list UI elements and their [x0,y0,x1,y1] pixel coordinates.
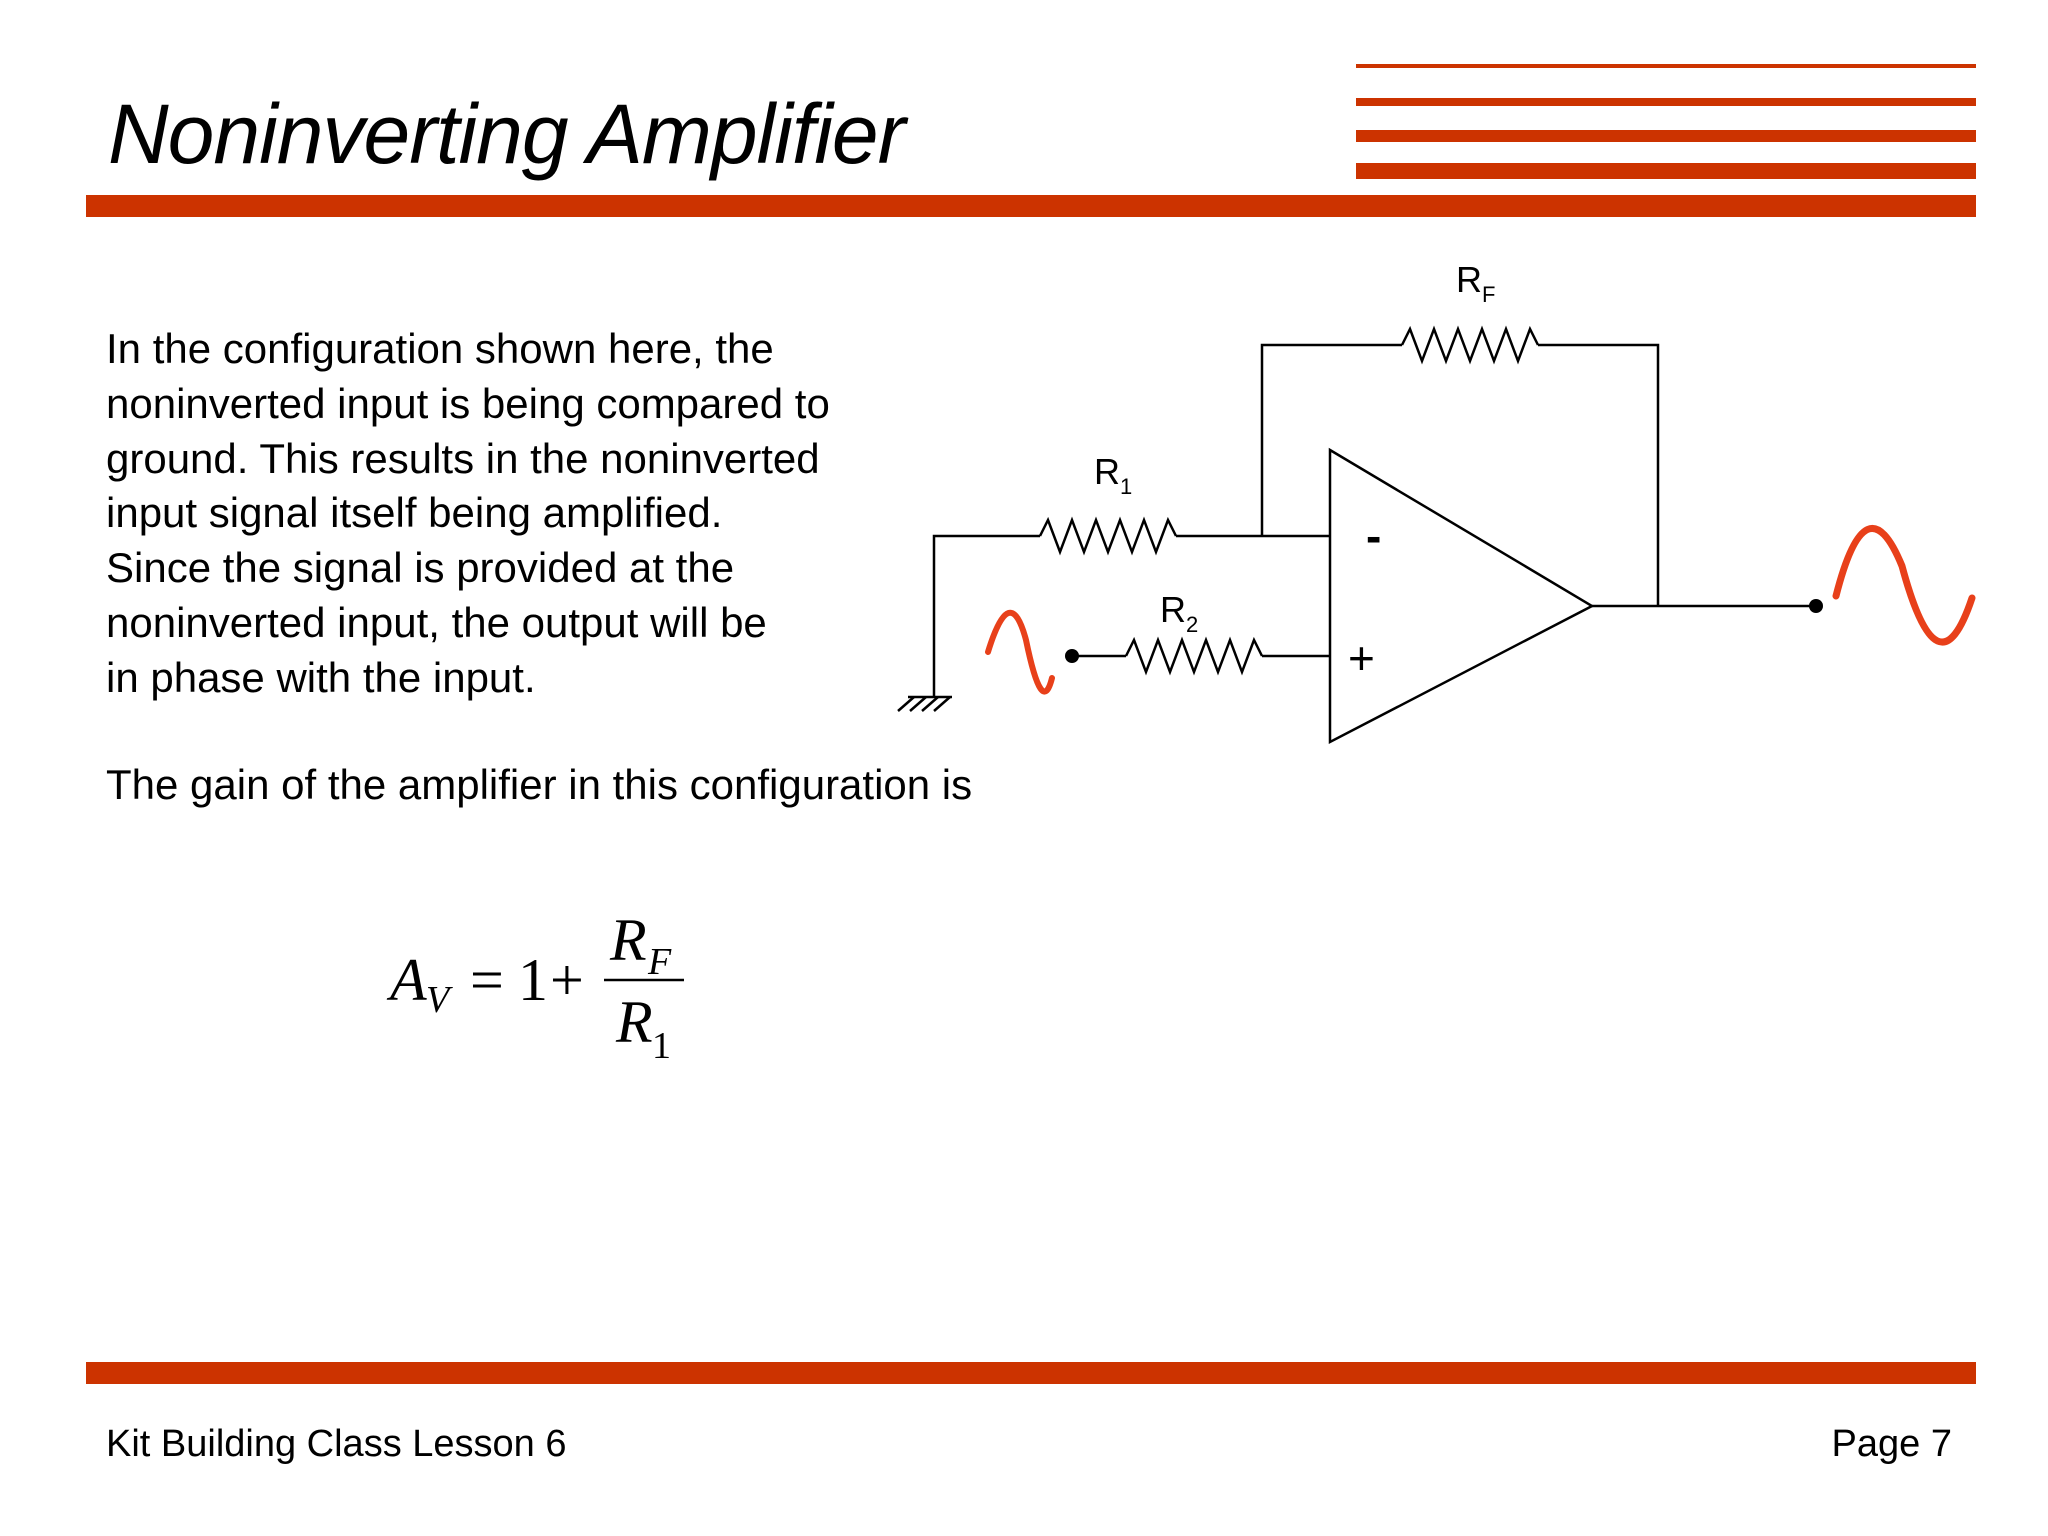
noninverting-sign: + [1348,632,1375,684]
op-amp-triangle [1328,447,1595,745]
decorative-stripe [1356,163,1976,179]
r2-label: R [1160,589,1186,630]
body-paragraph: In the configuration shown here, the non… [106,322,1006,706]
formula-denominator: R [615,989,653,1055]
resistor-rf [1400,325,1540,365]
formula-one: 1 [518,947,548,1013]
header-rule [86,195,1976,217]
formula-plus: + [550,947,584,1013]
input-terminal [1065,649,1079,663]
inverting-sign: - [1366,510,1381,562]
rf-subscript: F [1482,282,1495,307]
body-line: noninverted input is being compared to [106,379,830,427]
body-line: noninverted input, the output will be [106,598,767,646]
ground-hatch [909,696,927,712]
footer-rule [86,1362,1976,1384]
r2-subscript: 2 [1186,612,1198,637]
formula-equals: = [470,947,504,1013]
ground-hatch [897,696,915,712]
footer-course: Kit Building Class Lesson 6 [106,1423,567,1465]
body-line: In the configuration shown here, the [106,325,774,372]
formula-numerator-subscript: F [647,941,672,983]
r1-ground-wire [932,534,1040,697]
formula-lhs: A [386,947,427,1013]
body-line: in phase with the input. [106,653,536,701]
formula-numerator: R [609,907,647,973]
formula-denominator-subscript: 1 [652,1025,671,1067]
body-line: ground. This results in the noninverted [106,434,820,482]
ground-hatch [933,696,951,712]
decorative-stripe [1356,98,1976,106]
output-terminal [1809,599,1823,613]
decorative-stripe [1356,130,1976,142]
feedback-wire-right [1538,343,1660,606]
r1-label: R [1094,451,1120,492]
gain-sentence: The gain of the amplifier in this config… [106,761,973,808]
r1-subscript: 1 [1120,474,1132,499]
input-sine-wave [985,609,1055,695]
ground-hatch [921,696,939,712]
slide-title: Noninverting Amplifier [108,87,906,181]
body-line: Since the signal is provided at the [106,544,735,592]
feedback-wire-left [1260,343,1402,536]
footer-page-number: Page 7 [1831,1423,1952,1465]
output-sine-wave [1832,525,1976,646]
rf-label: R [1456,259,1482,300]
formula-lhs-subscript: V [426,979,453,1021]
decorative-stripe [1356,64,1976,68]
body-line: input signal itself being amplified. [106,489,723,537]
resistor-r2 [1124,636,1264,676]
resistor-r1 [1038,516,1178,556]
